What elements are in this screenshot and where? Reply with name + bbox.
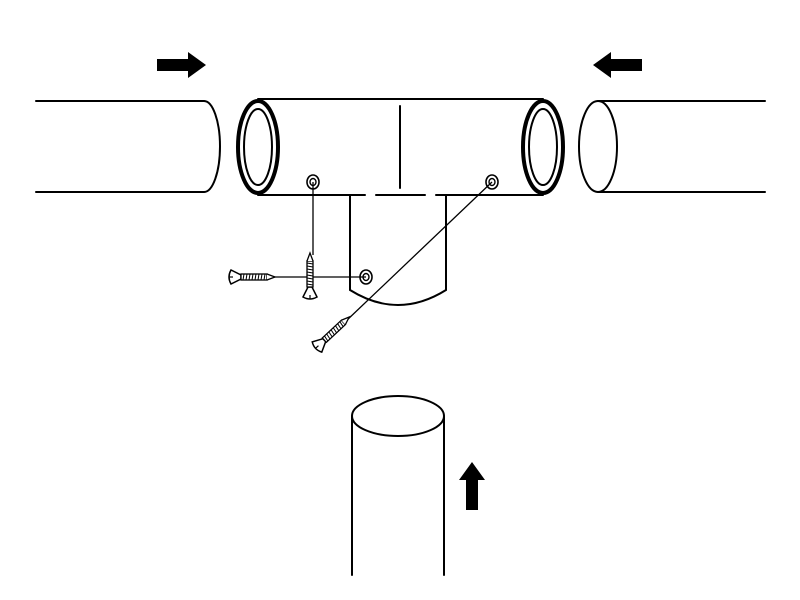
arrow-up-icon (459, 462, 485, 510)
screw-icon (302, 252, 318, 300)
tee-fitting (236, 98, 565, 306)
right-pipe (578, 100, 766, 193)
screw-icon (228, 269, 276, 285)
arrow-left-icon (593, 52, 642, 78)
left-pipe (35, 100, 221, 193)
bottom-pipe (351, 395, 445, 576)
screw-icon (310, 311, 355, 355)
arrow-right-icon (157, 52, 206, 78)
